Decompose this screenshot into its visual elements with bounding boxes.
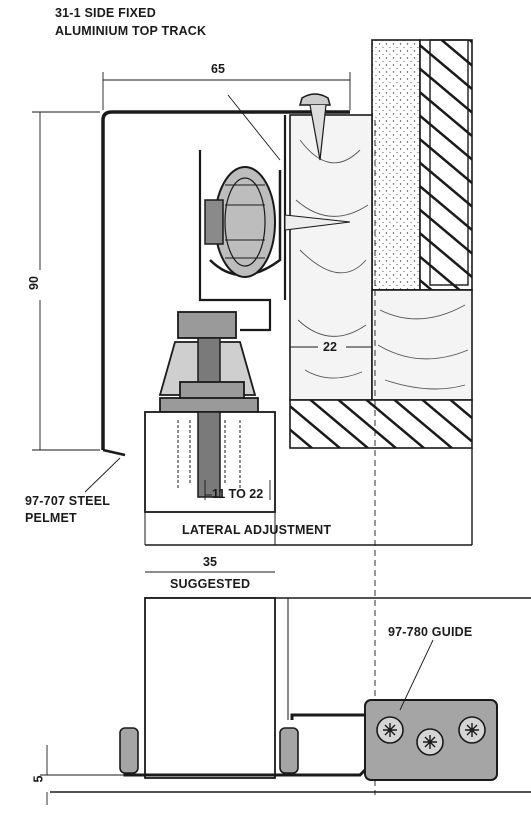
pelmet-label-line1: 97-707 STEEL: [25, 494, 111, 508]
floor-guide: [119, 699, 498, 781]
door-bottom: [144, 597, 276, 779]
guide-label: 97-780 GUIDE: [388, 625, 473, 639]
door-thickness-dimension: 35: [203, 555, 217, 569]
dimension-lines: [32, 72, 434, 805]
pelmet-label-line2: PELMET: [25, 511, 77, 525]
lintel-section: [289, 399, 473, 449]
lateral-adjustment-label: LATERAL ADJUSTMENT: [182, 523, 332, 537]
hanger-bolt-assembly: [158, 311, 259, 413]
steel-pelmet: [101, 110, 350, 457]
timber-head-block: [289, 114, 473, 401]
suggested-label: SUGGESTED: [170, 577, 251, 591]
track-width-dimension: 65: [211, 62, 225, 76]
roller-wheel: [204, 166, 276, 278]
top-track-label-line2: ALUMINIUM TOP TRACK: [55, 24, 207, 38]
timber-depth-dimension: 22: [323, 340, 337, 354]
adjustment-range-dimension: 11 TO 22: [212, 487, 264, 501]
pelmet-height-dimension: 90: [26, 276, 41, 290]
wall-section: [371, 39, 473, 291]
floor-clearance-dimension: 5: [31, 775, 46, 783]
top-track-label-line1: 31-1 SIDE FIXED: [55, 6, 156, 20]
fixing-screws: [284, 93, 351, 231]
